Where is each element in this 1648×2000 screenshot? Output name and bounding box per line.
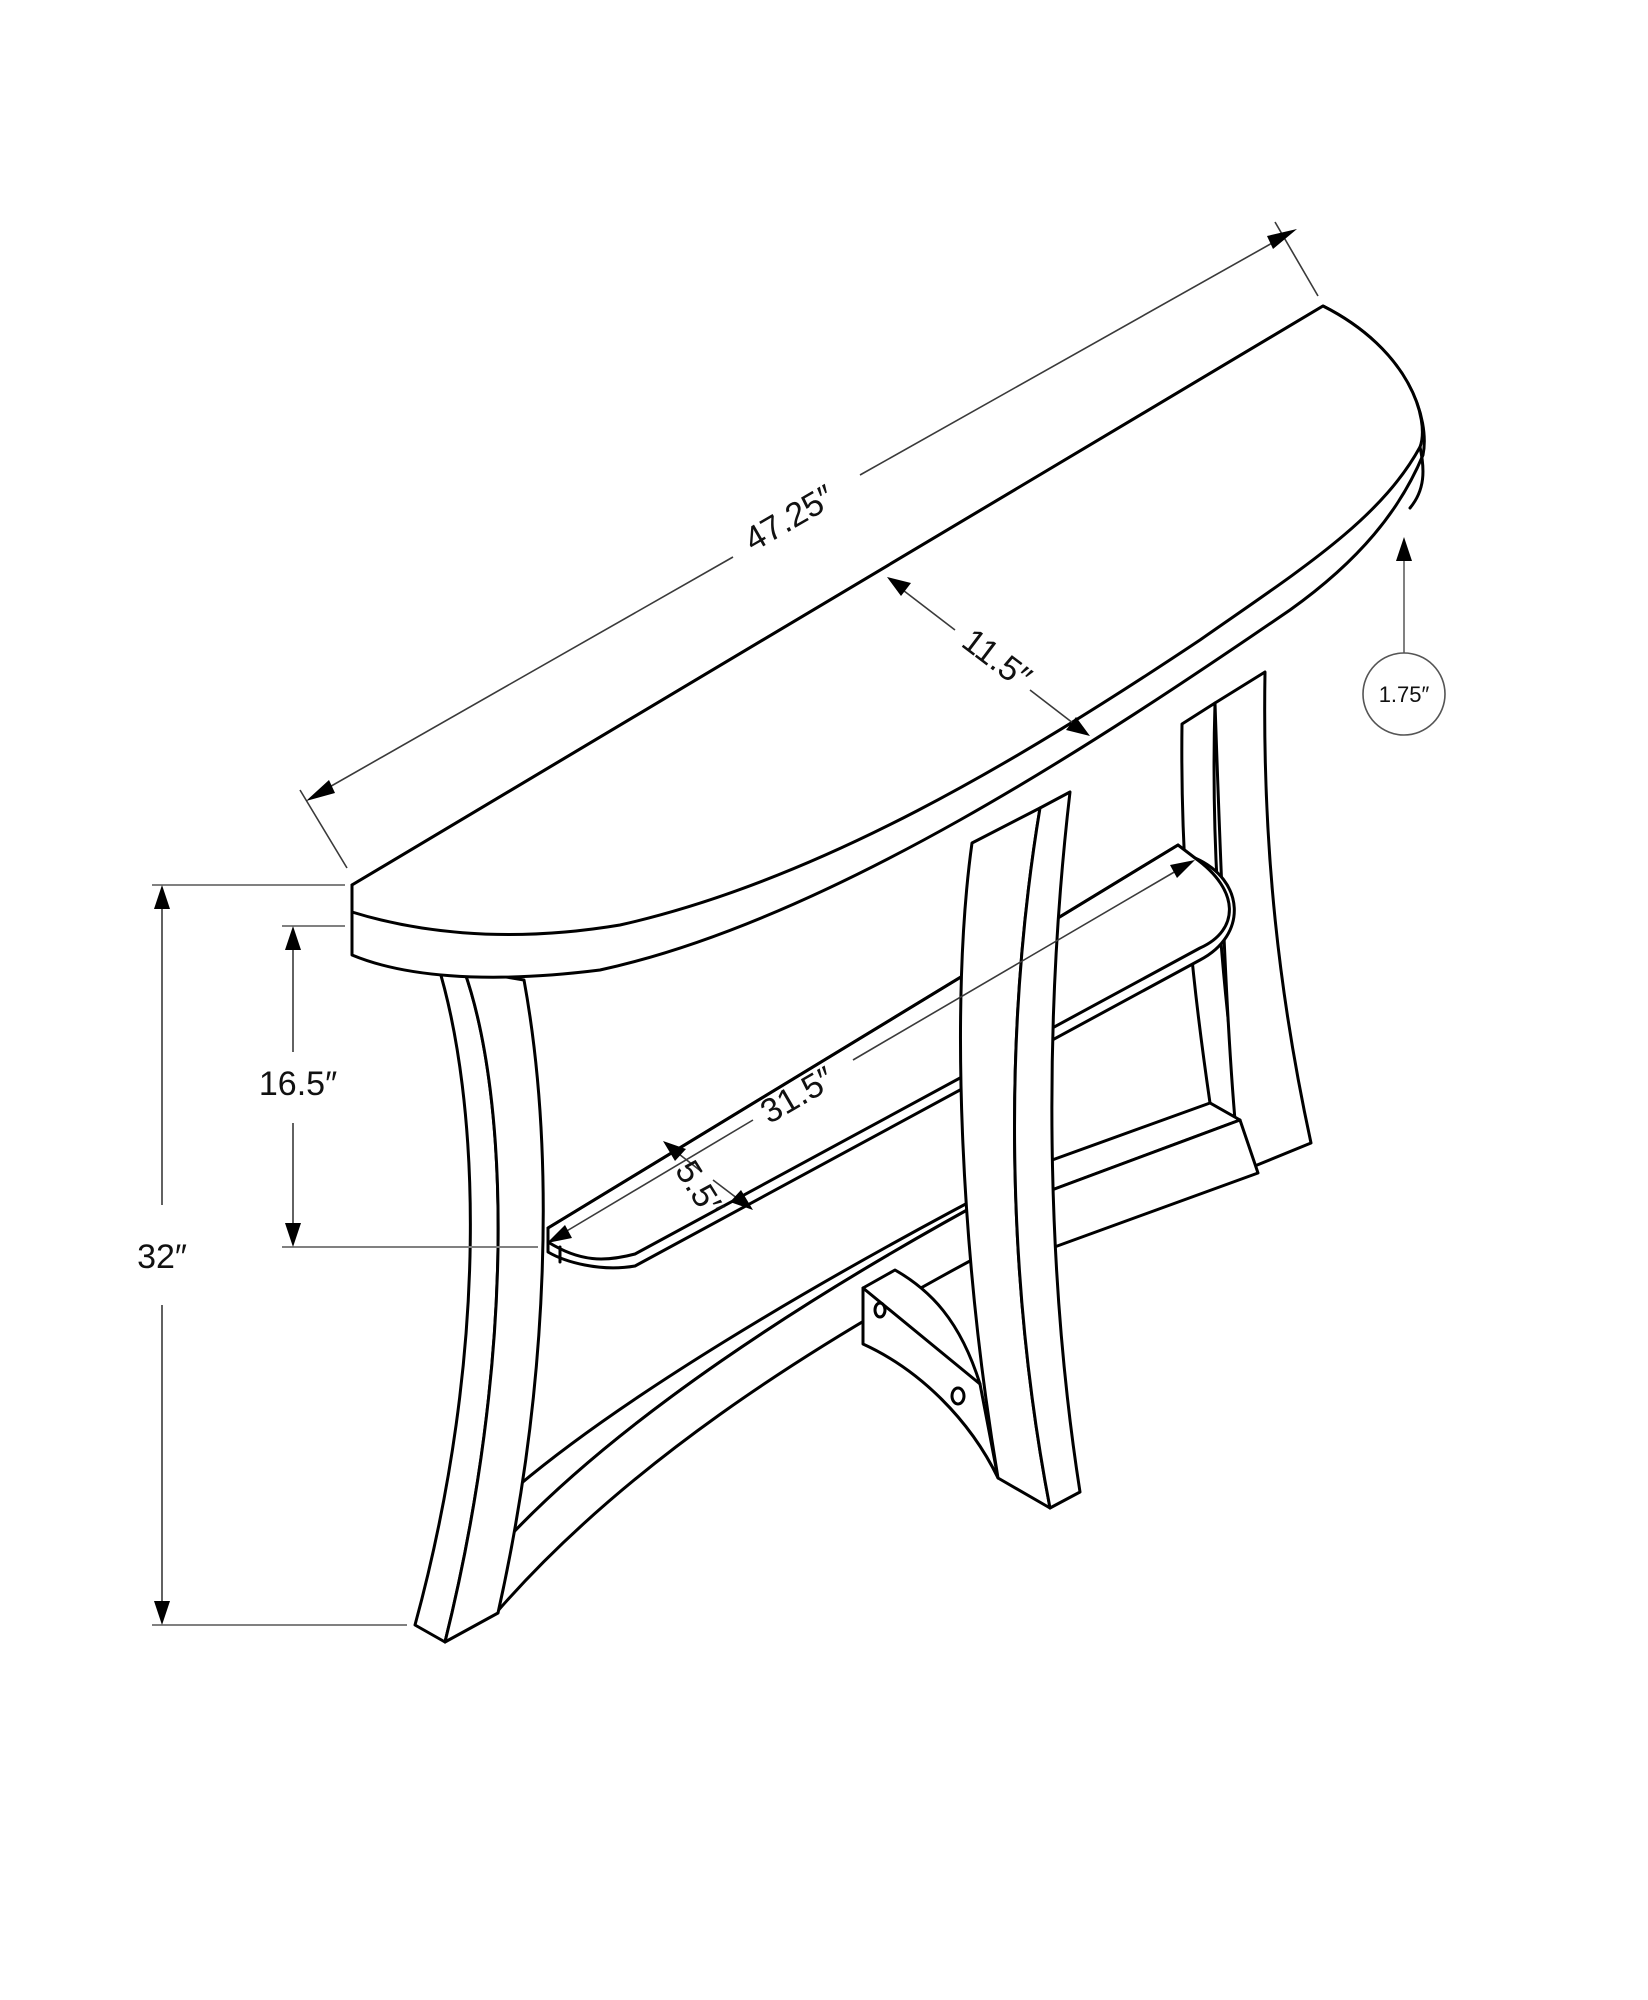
table-drawing (350, 304, 1426, 1644)
dimension-label-47-25: 47.25″ (738, 478, 841, 559)
back-stretcher (1028, 1101, 1260, 1255)
middle-leg (958, 790, 1082, 1510)
callout-circle (1362, 652, 1446, 736)
dimension-top-thickness: 1.75″ (1362, 537, 1446, 736)
left-leg (413, 960, 545, 1644)
lower-shelf (546, 843, 1236, 1270)
dimension-overall-height: 32″ (137, 884, 407, 1626)
bolt-hole (873, 1301, 887, 1319)
tabletop (350, 304, 1426, 979)
bolt-hole (950, 1386, 966, 1406)
dimension-label-32: 32″ (137, 1238, 187, 1276)
dimension-label-16-5: 16.5″ (259, 1065, 337, 1103)
dimension-label-1-75: 1.75″ (1379, 682, 1430, 707)
dimension-shelf-clearance: 16.5″ (259, 925, 538, 1248)
